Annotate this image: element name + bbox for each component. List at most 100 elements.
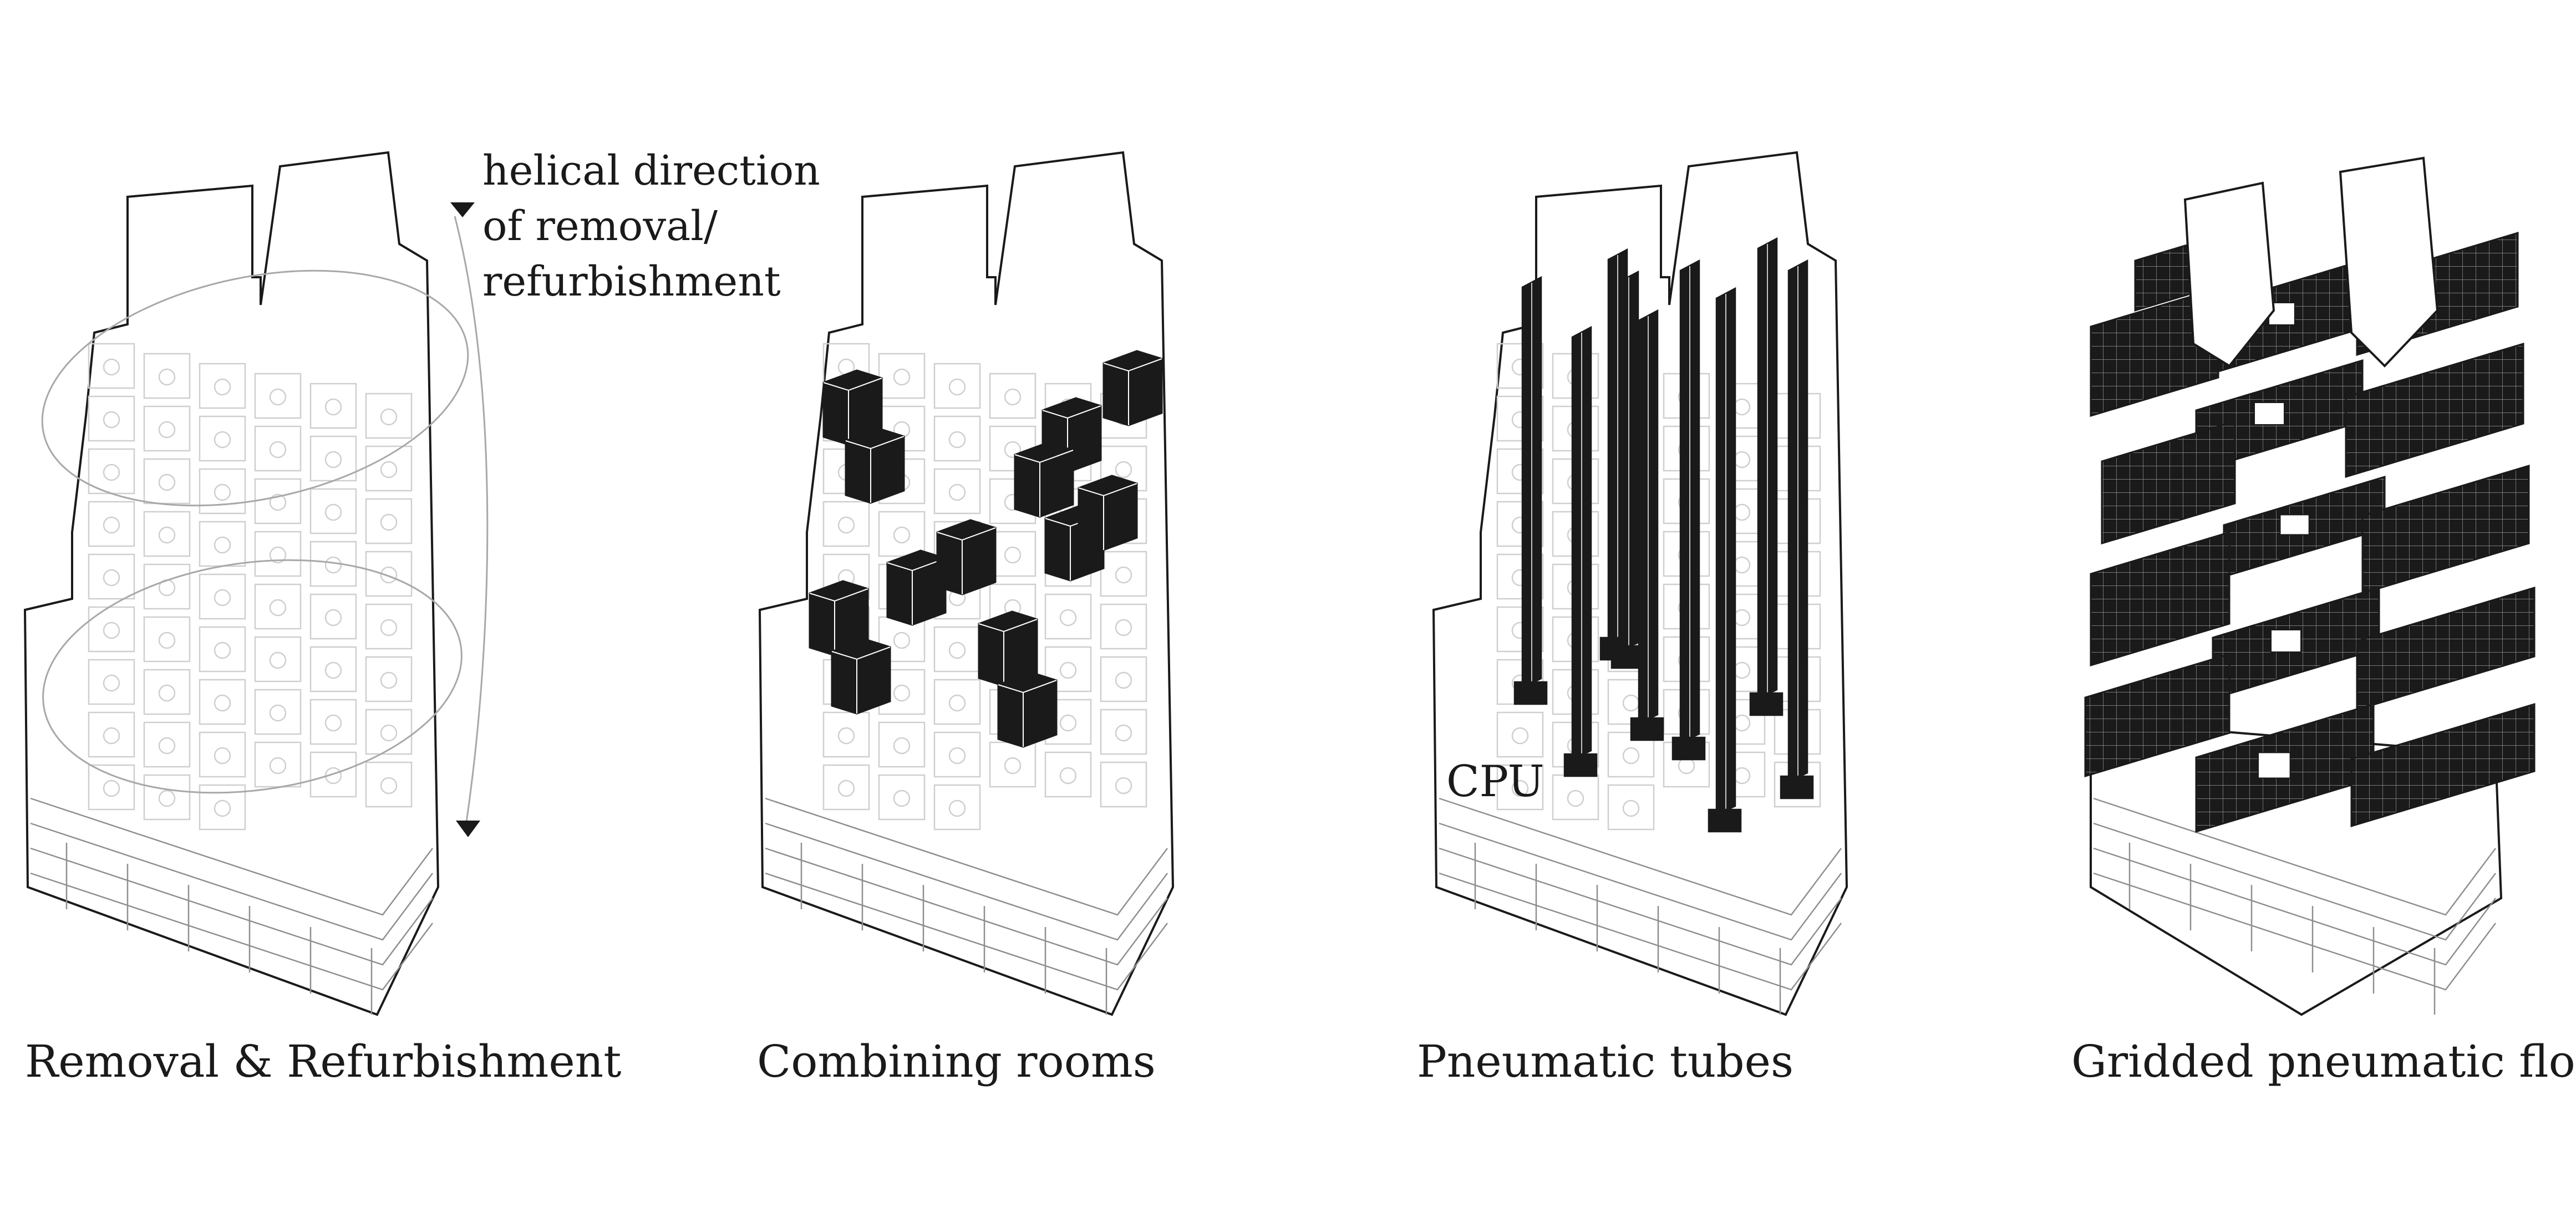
room-cell [1496,395,1544,442]
room-cell [989,531,1037,577]
room-cell [88,659,135,705]
floor-plate [2361,464,2530,595]
room-cell [365,709,413,755]
room-cell-porthole [103,727,120,745]
room-cell-porthole [893,684,911,702]
building-outline [1432,151,1848,1016]
room-cell [1100,761,1147,808]
room-cell [88,711,135,758]
base-band [765,797,1168,916]
room-cell-porthole [214,483,231,501]
room-cell-porthole [1115,566,1132,584]
floor-plate [2090,531,2230,667]
room-cell [309,699,357,745]
room-cell [143,511,191,557]
room-cell-porthole [893,790,911,807]
room-cell [1044,646,1092,692]
room-cell [309,541,357,587]
room-cell [309,488,357,534]
annotation-line: refurbishment [482,258,781,305]
block-edge [1103,358,1162,425]
room-cell [254,531,302,577]
room-cell [309,593,357,640]
base-bands [30,797,433,1015]
base-band [1439,797,1842,916]
room-cell [88,343,135,389]
room-cell-porthole [1733,767,1751,785]
room-cell-porthole [1733,451,1751,468]
panel-combining-rooms [758,151,1175,1016]
room-cell-porthole [269,493,287,511]
room-cell [822,764,870,811]
room-cell [199,784,246,831]
room-cell-porthole [269,599,287,617]
room-cell [1496,343,1544,389]
room-cell-porthole [1622,747,1640,765]
floor-plate [2356,586,2536,711]
room-cell [88,764,135,811]
room-cell-porthole [893,526,911,544]
room-cell-porthole [380,566,398,584]
room-cell-porthole [324,503,342,521]
room-cell-porthole [1004,757,1022,775]
room-cell [254,373,302,419]
caption-combining-rooms: Combining rooms [757,1036,1156,1087]
room-cell-porthole [380,461,398,478]
room-cell-porthole [948,694,966,712]
room-cell-porthole [380,777,398,795]
room-cell [365,761,413,808]
room-cell-porthole [324,714,342,732]
room-cell [143,721,191,768]
room-cell [199,731,246,778]
floor-plate [2090,287,2219,417]
floor-opening [2258,752,2291,779]
block-edge [831,646,891,714]
room-cell-porthole [1004,388,1022,406]
room-cell-porthole [1004,546,1022,564]
combined-room-block [936,519,997,595]
base-band [1439,847,1842,966]
arrow-down-icon [456,821,480,837]
base-band [30,872,433,991]
room-cell-porthole [324,609,342,627]
annotation-line: helical direction [482,147,820,195]
helical-direction-annotation: helical direction of removal/ refurbishm… [482,143,820,309]
room-cell-porthole [324,556,342,574]
room-cell-porthole [1115,777,1132,795]
room-cell-porthole [214,799,231,817]
room-cell-porthole [1567,790,1584,807]
floor-plate [2345,342,2524,478]
room-cell-porthole [1059,767,1077,785]
base-band [1439,872,1842,991]
room-cell [199,626,246,673]
room-cell-porthole [948,483,966,501]
room-cell-porthole [214,747,231,765]
room-cell [309,383,357,429]
room-cell-porthole [1059,714,1077,732]
room-cell [989,741,1037,788]
room-cell [1496,711,1544,758]
room-cell [88,395,135,442]
room-cell-porthole [158,368,176,386]
room-cell [199,363,246,409]
tube-terminal-box [1708,808,1742,833]
room-cell-porthole [1622,694,1640,712]
helical-orbit-lower [42,559,463,794]
room-cell [933,626,981,673]
tube-terminal-box [1563,753,1598,777]
room-cell-porthole [269,704,287,722]
base-band [1439,822,1842,941]
base-band [2093,797,2496,916]
room-cell-porthole [893,368,911,386]
floor-plate [2350,702,2536,828]
room-cell-porthole [837,780,855,797]
room-cell [1100,603,1147,650]
helical-orbit-upper [41,269,469,507]
room-cell-porthole [158,631,176,649]
room-cell-porthole [214,589,231,607]
room-cell-porthole [103,358,120,376]
room-cell-porthole [269,757,287,775]
base-band [2093,847,2496,966]
room-cell-porthole [1115,724,1132,742]
room-cell-porthole [837,516,855,534]
